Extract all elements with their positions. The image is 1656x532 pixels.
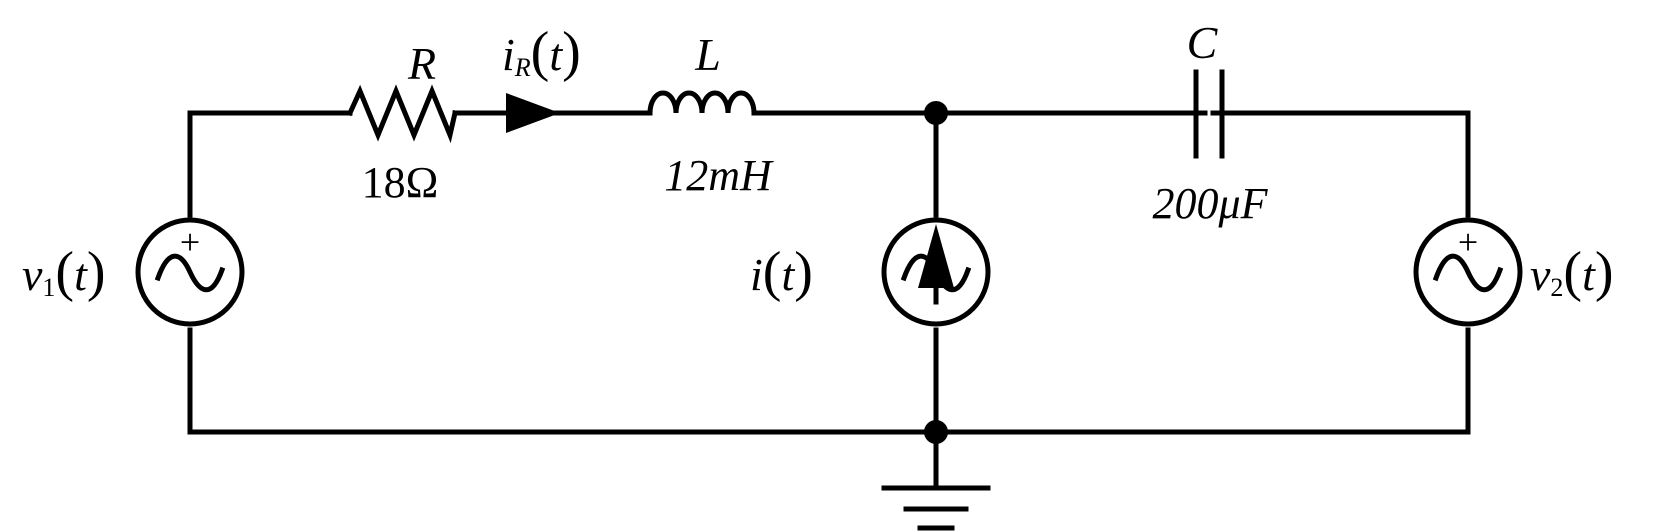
wire-source1-bottom — [187, 327, 1471, 435]
current-source-label: i(t) — [750, 241, 813, 303]
inductor-symbol-label: L — [694, 29, 721, 80]
capacitor-symbol — [1193, 69, 1225, 159]
current-label: iR(t) — [502, 21, 581, 83]
source1-plus-icon: + — [180, 222, 200, 262]
resistor-symbol-label: R — [407, 38, 436, 89]
wire-c-to-right — [1210, 110, 1471, 218]
source1-label: v1(t) — [22, 241, 106, 303]
current-arrow-icon — [506, 93, 560, 133]
ground-icon — [881, 485, 991, 531]
resistor-value-label: 18Ω — [362, 158, 439, 207]
source2-label: v2(t) — [1530, 241, 1614, 303]
capacitor-value-label: 200μF — [1153, 179, 1269, 228]
node-top — [924, 101, 948, 125]
resistor-symbol — [346, 84, 458, 144]
voltage-source-2 — [1413, 217, 1523, 327]
wire-top-left — [187, 110, 353, 218]
current-source — [881, 217, 991, 327]
source2-plus-icon: + — [1458, 222, 1478, 262]
wires — [187, 110, 1471, 491]
inductor-value-label: 12mH — [664, 151, 774, 200]
voltage-source-1 — [135, 217, 245, 327]
node-bottom — [924, 420, 948, 444]
capacitor-symbol-label: C — [1187, 17, 1219, 68]
inductor-symbol — [647, 90, 757, 116]
